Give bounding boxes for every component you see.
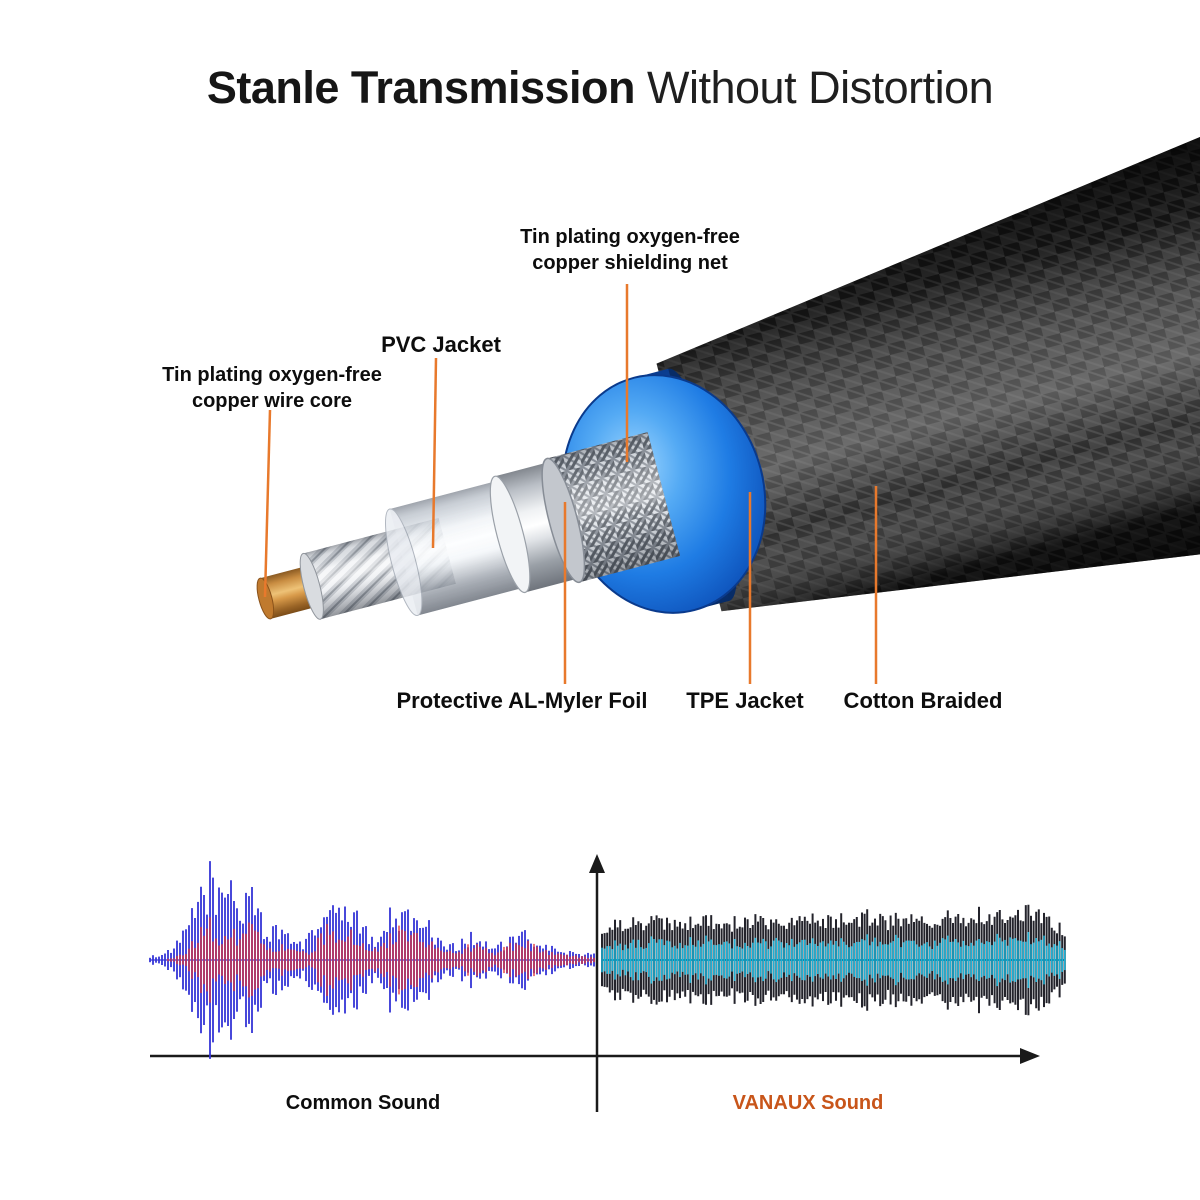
title-rest: Without Distortion [647,62,994,113]
label-wire-core-line1: Tin plating oxygen-free [162,364,382,386]
vanaux-sound-label: VANAUX Sound [732,1092,884,1114]
leader-lines [263,284,878,684]
leader-wire-core [263,409,272,598]
leader-pvc-jacket [431,357,438,549]
common-sound-label: Common Sound [285,1092,441,1114]
label-shielding-net-line2: copper shielding net [532,252,728,275]
label-pvc-jacket: PVC Jacket [381,332,501,357]
waveform-axes [150,854,1040,1112]
y-axis-arrow [589,854,605,873]
label-cotton-braided: Cotton Braided [843,688,1003,713]
braided-cable-body [656,126,1200,612]
cable-cutaway-illustration [256,126,1200,620]
x-axis-arrow [1020,1048,1040,1064]
label-wire-core-line2: copper wire core [191,390,353,413]
label-shielding-net-line1: Tin plating oxygen-free [520,226,740,248]
title-emphasis: Stanle Transmission [206,62,636,113]
label-foil: Protective AL-Myler Foil [396,688,648,713]
waveform-chart [149,861,1066,1059]
label-shielding-net: Tin plating oxygen-free copper shielding… [520,224,740,277]
label-tpe-jacket: TPE Jacket [686,688,804,713]
shielding-net-layer [541,432,681,584]
label-wire-core: Tin plating oxygen-free copper wire core [162,362,382,415]
